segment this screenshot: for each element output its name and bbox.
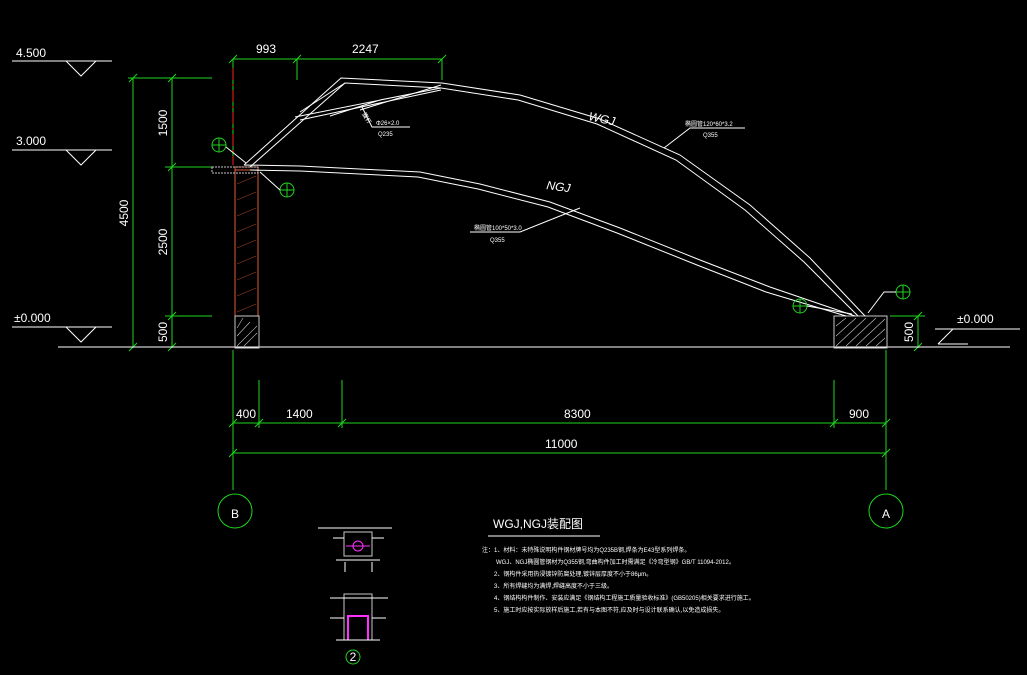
dim-height-1500: 1500 (156, 109, 170, 136)
detail-ref-right-lower (792, 298, 853, 315)
axis-bubble-a: A (868, 493, 904, 529)
elevation-marker-0-right: ±0.000 (935, 312, 1020, 345)
detail-ref-left-upper (211, 137, 247, 164)
dim-bottom-total: 11000 (545, 437, 578, 451)
label-wgj: WGJ (587, 109, 617, 128)
foundation-left (234, 315, 260, 349)
drawing-title: WGJ,NGJ装配图 (493, 517, 583, 531)
callout-outer-mat: Q355 (703, 133, 718, 139)
elevation-marker-4500: 4.500 (12, 46, 112, 77)
right-dimension: 500 (890, 311, 925, 352)
callout-web-spec: Φ26×2.0 (376, 121, 400, 127)
callout-web-small: 腹杆 (360, 111, 373, 125)
dim-top-2247: 2247 (352, 42, 379, 56)
callout-inner-mat: Q355 (490, 238, 505, 244)
callout-outer: 椭圆管120*60*3.2 Q355 (663, 120, 745, 149)
elevation-marker-3000: 3.000 (12, 134, 112, 166)
detail-number: 2 (350, 650, 357, 664)
column-left (211, 166, 259, 317)
inner-arch-ngj (243, 164, 856, 317)
svg-text:A: A (882, 507, 890, 521)
web-rods (294, 82, 442, 121)
elevation-label-4500: 4.500 (16, 46, 46, 60)
note-1b: WGJ、NGJ椭圆管钢材为Q355钢,弯曲构件加工时需满足《冷弯型钢》GB/T … (496, 558, 735, 566)
note-2: 2、钢构件采用热浸镀锌防腐处理,镀锌层厚度不小于86μm。 (494, 570, 652, 578)
svg-text:B: B (231, 507, 239, 521)
elevation-label-3000: 3.000 (16, 134, 46, 148)
dim-bottom-1400: 1400 (286, 407, 313, 421)
note-5: 5、施工时应按实际放样后施工,若有与本图不符,应及时与设计联系确认,以免造成损失… (494, 606, 724, 614)
dim-height-500: 500 (156, 322, 170, 342)
outer-arch-wgj (243, 77, 866, 317)
label-ngj: NGJ (546, 178, 573, 195)
connection-detail-drawing: 2 (318, 527, 392, 665)
dim-top-993: 993 (256, 42, 276, 56)
callout-inner: 椭圆管100*50*3.0 Q355 (470, 207, 581, 244)
dim-total-height: 4500 (117, 199, 131, 226)
top-dimension-chain: 993 2247 (228, 42, 447, 165)
note-1: 注：1、材料：未特殊说明构件钢材牌号均为Q235B钢,焊条为E43型系列焊条。 (482, 546, 690, 554)
foundation-right (833, 315, 888, 349)
dim-height-2500: 2500 (156, 228, 170, 255)
note-4: 4、钢结构构件制作、安装应满足《钢结构工程施工质量验收标准》(GB50205)相… (494, 594, 755, 602)
elevation-label-0-left: ±0.000 (14, 311, 51, 325)
dim-bottom-900: 900 (849, 407, 869, 421)
callout-inner-spec: 椭圆管100*50*3.0 (474, 224, 522, 232)
dim-right-500: 500 (902, 322, 916, 342)
callout-web: 腹杆 Φ26×2.0 Q235 (360, 106, 410, 138)
detail-ref-left-lower (259, 171, 295, 198)
elevation-marker-0-left: ±0.000 (12, 311, 112, 343)
detail-ref-right-upper (867, 284, 911, 314)
axis-bubble-b: B (217, 493, 253, 529)
notes-block: 注：1、材料：未特殊说明构件钢材牌号均为Q235B钢,焊条为E43型系列焊条。 … (482, 546, 755, 614)
dim-bottom-8300: 8300 (564, 407, 591, 421)
left-dimension-chain: 4500 1500 2500 500 (117, 73, 212, 352)
bottom-dimension-chain: 400 1400 8300 900 11000 (228, 350, 891, 490)
elevation-label-0-right: ±0.000 (957, 312, 994, 326)
callout-outer-spec: 椭圆管120*60*3.2 (685, 120, 733, 128)
dim-bottom-400: 400 (236, 407, 256, 421)
note-3: 3、所有焊缝均为满焊,焊缝高度不小于三级。 (494, 582, 613, 590)
callout-web-mat: Q235 (378, 132, 393, 138)
